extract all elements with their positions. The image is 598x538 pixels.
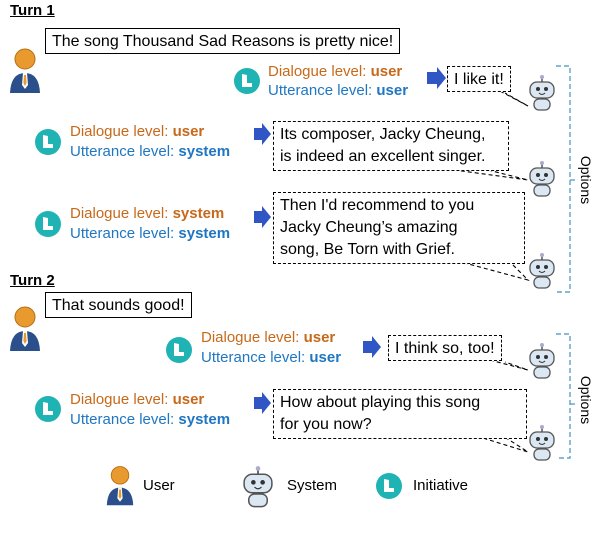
- user-avatar-icon: [10, 306, 40, 351]
- turn2-title: Turn 2: [10, 272, 55, 289]
- system-response-bubble: I think so, too!: [388, 335, 502, 361]
- system-response-bubble: Its composer, Jacky Cheung, is indeed an…: [273, 121, 509, 171]
- robot-icon: [529, 425, 555, 461]
- utterance-level-3: Utterance level: system: [70, 225, 231, 242]
- initiative-icon: [35, 396, 61, 422]
- dialogue-level-2: Dialogue level: user: [70, 123, 205, 140]
- response-line: How about playing this song: [280, 394, 481, 411]
- response-line: I like it!: [454, 71, 504, 88]
- robot-icon: [529, 253, 555, 289]
- legend-system-icon: [243, 466, 273, 508]
- dialogue-level-4: Dialogue level: user: [201, 329, 336, 346]
- options-label-turn2: Options: [578, 375, 594, 425]
- robot-icon: [529, 161, 555, 197]
- options-brackets: [556, 65, 576, 459]
- initiative-icon: [234, 68, 260, 94]
- initiative-icon: [166, 337, 192, 363]
- utterance-level-2: Utterance level: system: [70, 143, 231, 160]
- dialogue-level-1: Dialogue level: user: [268, 63, 403, 80]
- response-line: is indeed an excellent singer.: [280, 148, 486, 165]
- robot-icon: [529, 75, 555, 111]
- system-response-bubble: I like it!: [447, 66, 511, 92]
- legend-initiative-icon: [376, 473, 402, 499]
- system-response-bubble: How about playing this song for you now?: [273, 389, 527, 439]
- initiative-icon: [35, 211, 61, 237]
- response-line: I think so, too!: [395, 340, 495, 357]
- legend-user-icon: [106, 466, 134, 506]
- options-label-turn1: Options: [578, 155, 594, 205]
- response-line: Its composer, Jacky Cheung,: [280, 126, 486, 143]
- legend-system-label: System: [287, 477, 338, 494]
- initiative-icon: [35, 129, 61, 155]
- system-bubble-tails: [439, 90, 530, 453]
- initiative-arrows: [254, 67, 446, 414]
- user-utterance-bubble: The song Thousand Sad Reasons is pretty …: [45, 28, 401, 54]
- utterance-level-5: Utterance level: system: [70, 411, 231, 428]
- system-response-bubble: Then I'd recommend to you Jacky Cheung’s…: [273, 192, 525, 264]
- response-line: Then I'd recommend to you: [280, 197, 475, 214]
- legend-user-label: User: [143, 477, 175, 494]
- legend-initiative-label: Initiative: [413, 477, 469, 494]
- dialogue-level-5: Dialogue level: user: [70, 391, 205, 408]
- user-avatar-icon: [10, 48, 40, 93]
- response-line: for you now?: [280, 416, 372, 433]
- robot-icon: [529, 343, 555, 379]
- dialogue-level-3: Dialogue level: system: [70, 205, 225, 222]
- user-utterance-bubble: That sounds good!: [45, 292, 192, 318]
- response-line: song, Be Torn with Grief.: [280, 241, 455, 258]
- turn1-title: Turn 1: [10, 2, 55, 19]
- response-line: Jacky Cheung’s amazing: [280, 219, 458, 236]
- utterance-level-1: Utterance level: user: [268, 82, 409, 99]
- utterance-level-4: Utterance level: user: [201, 349, 342, 366]
